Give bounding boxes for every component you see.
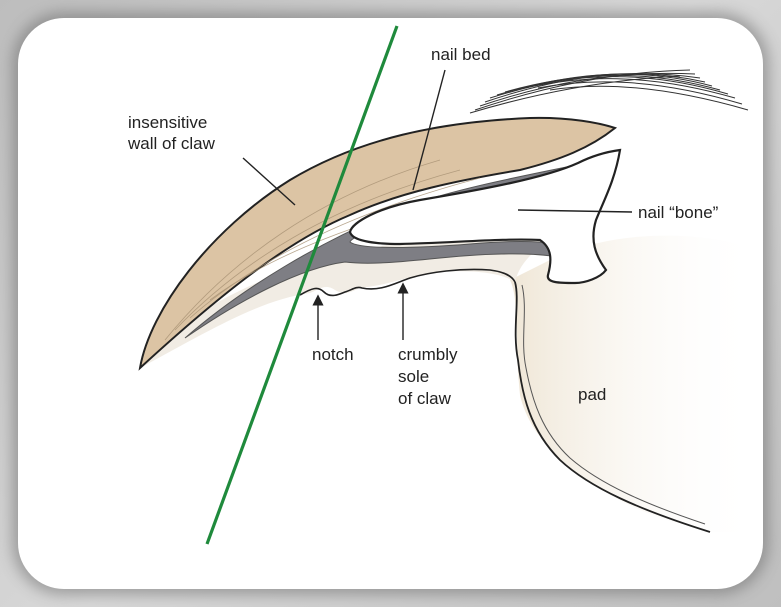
- label-insensitive-wall-line1: insensitive: [128, 113, 207, 132]
- label-insensitive-wall-line2: wall of claw: [127, 134, 216, 153]
- fur-strokes: [470, 70, 748, 113]
- label-crumbly-line3: of claw: [398, 389, 452, 408]
- label-crumbly-line2: sole: [398, 367, 429, 386]
- label-crumbly-line1: crumbly: [398, 345, 458, 364]
- label-nail-bed: nail bed: [431, 45, 491, 64]
- label-notch: notch: [312, 345, 354, 364]
- pad-shape: [510, 236, 760, 532]
- label-pad: pad: [578, 385, 606, 404]
- label-nail-bone: nail “bone”: [638, 203, 719, 222]
